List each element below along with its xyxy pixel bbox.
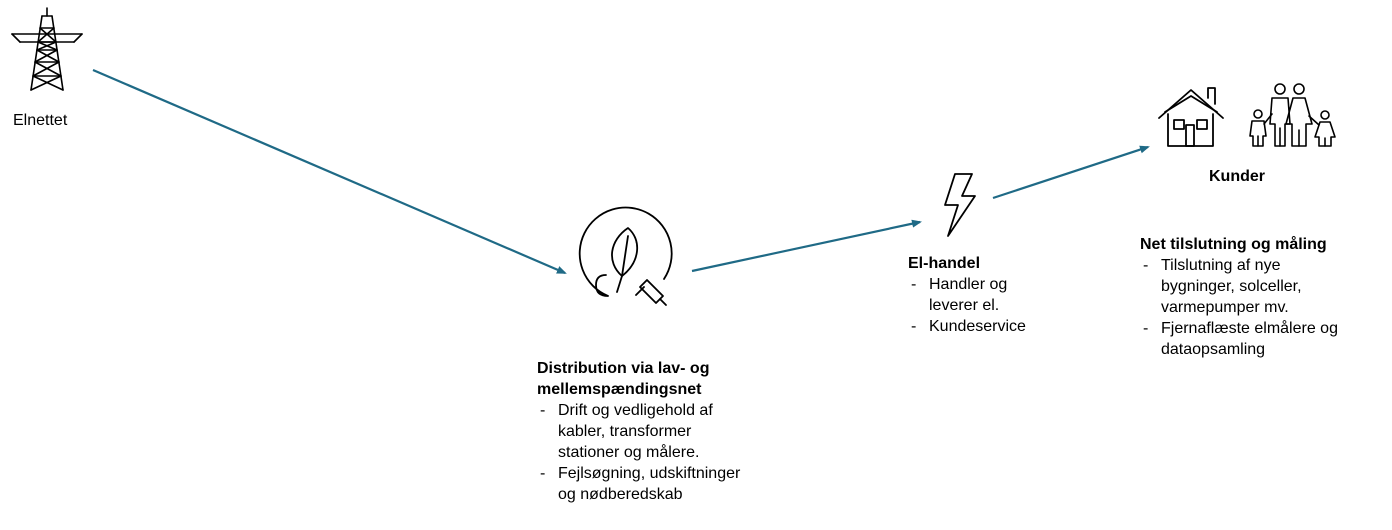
- lightning-bolt-icon: [944, 173, 976, 237]
- distribution-bullet: Fejlsøgning, udskiftninger og nødberedsk…: [537, 463, 740, 505]
- kunder-text-block: Net tilslutning og måling Tilslutning af…: [1140, 234, 1338, 360]
- distribution-heading-line: mellemspændingsnet: [537, 381, 702, 398]
- distribution-heading-line: Distribution via lav- og: [537, 360, 710, 377]
- bullet-line: leverer el.: [929, 297, 1000, 314]
- bullet-line: bygninger, solceller,: [1161, 278, 1302, 295]
- bullet-line: Tilslutning af nye: [1161, 257, 1281, 274]
- elhandel-heading: El-handel: [908, 255, 981, 272]
- power-pylon-icon: [11, 7, 83, 91]
- distribution-bullet: Drift og vedligehold af kabler, transfor…: [537, 400, 740, 463]
- elnettet-label: Elnettet: [13, 112, 68, 129]
- bullet-line: kabler, transformer: [558, 423, 692, 440]
- elhandel-bullet: Kundeservice: [908, 316, 1026, 337]
- elhandel-bullet-list: Handler og leverer el. Kundeservice: [908, 274, 1026, 337]
- bullet-line: og nødberedskab: [558, 486, 683, 503]
- family-icon: [1249, 83, 1336, 147]
- arrow-distribution-to-elhandel: [691, 219, 922, 273]
- kunder-bullet-list: Tilslutning af nye bygninger, solceller,…: [1140, 255, 1338, 360]
- bullet-line: Handler og: [929, 276, 1008, 293]
- kunder-bullet: Fjernaflæste elmålere og dataopsamling: [1140, 318, 1338, 360]
- kunder-section-heading: Net tilslutning og måling: [1140, 236, 1327, 253]
- kunder-bullet: Tilslutning af nye bygninger, solceller,…: [1140, 255, 1338, 318]
- elhandel-bullet: Handler og leverer el.: [908, 274, 1026, 316]
- arrow-elhandel-to-kunder: [992, 145, 1150, 200]
- distribution-bullet-list: Drift og vedligehold af kabler, transfor…: [537, 400, 740, 505]
- house-icon: [1158, 87, 1224, 147]
- bullet-line: stationer og målere.: [558, 444, 700, 461]
- bullet-line: dataopsamling: [1161, 341, 1266, 358]
- bullet-line: Fjernaflæste elmålere og: [1161, 320, 1338, 337]
- leaf-plug-icon: [578, 206, 673, 306]
- bullet-line: varmepumper mv.: [1161, 299, 1289, 316]
- elhandel-text-block: El-handel Handler og leverer el. Kundese…: [908, 253, 1026, 337]
- distribution-text-block: Distribution via lav- og mellemspændings…: [537, 358, 740, 505]
- arrow-elnettet-to-distribution: [92, 68, 567, 275]
- bullet-line: Fejlsøgning, udskiftninger: [558, 465, 741, 482]
- kunder-label: Kunder: [1209, 168, 1265, 185]
- distribution-heading: Distribution via lav- og mellemspændings…: [537, 358, 740, 400]
- bullet-line: Drift og vedligehold af: [558, 402, 713, 419]
- bullet-line: Kundeservice: [929, 318, 1026, 335]
